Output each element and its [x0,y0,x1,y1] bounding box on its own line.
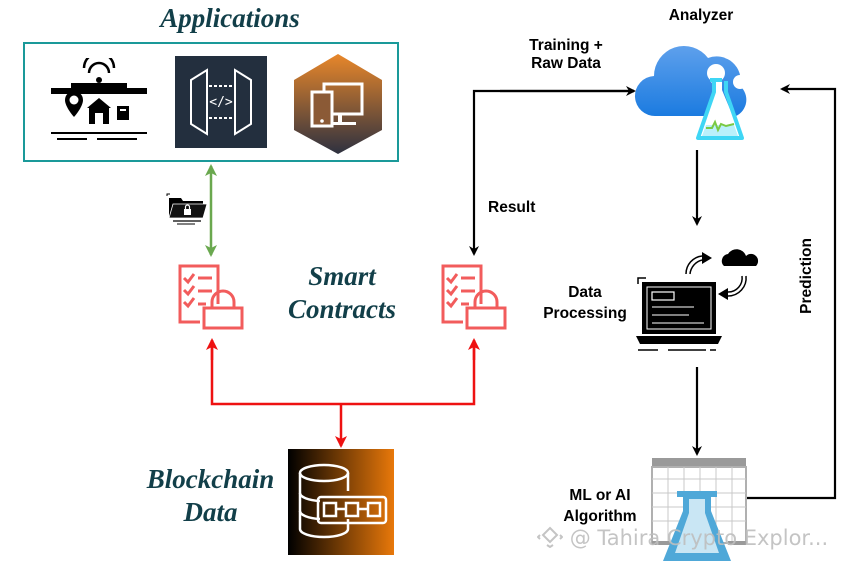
training-data-label-line1: Training + [529,37,603,54]
locked-folder-icon [166,193,208,225]
watermark-text: @ Tahira Crypto Explor... [569,526,829,550]
analyzer-cloud-flask-icon [634,46,747,140]
data-processing-label: Data Processing [530,284,640,323]
laptop-cloud-sync-icon [636,249,759,351]
blockchain-title: Blockchain Data [128,464,293,527]
ml-algorithm-label-line2: Algorithm [563,507,637,525]
training-data-label-line2: Raw Data [531,54,601,72]
ml-algorithm-label-line1: ML or AI [569,487,631,504]
smart-contract-icon-left [178,264,244,330]
applications-box: </> [23,42,399,162]
blockchain-link [210,345,476,406]
smart-contract-icon-right [441,264,507,330]
smart-contracts-title: Smart Contracts [262,261,422,324]
api-gateway-icon: </> [175,56,267,148]
result-edge [469,89,634,256]
data-processing-label-line1: Data [568,284,602,301]
svg-text:</>: </> [209,95,233,110]
binance-logo-icon [536,526,564,549]
prediction-edge [745,84,837,500]
blockchain-database-icon [288,449,394,555]
smart-contracts-title-line1: Smart [308,261,376,291]
training-data-label: Training + Raw Data [508,37,624,73]
smart-contracts-title-line2: Contracts [287,293,397,324]
data-processing-label-line2: Processing [543,304,627,322]
prediction-label: Prediction [798,238,816,314]
smart-building-icon [51,58,147,140]
analyzer-label: Analyzer [668,7,734,24]
ml-table-flask-icon [651,458,747,561]
ml-algorithm-label: ML or AI Algorithm [550,487,650,526]
multi-device-icon [294,54,382,154]
applications-title: Applications [160,3,300,33]
watermark: @ Tahira Crypto Explor... [536,526,829,550]
blockchain-title-line2: Data [183,496,238,527]
result-label: Result [488,199,536,216]
blockchain-title-line1: Blockchain [146,464,275,494]
